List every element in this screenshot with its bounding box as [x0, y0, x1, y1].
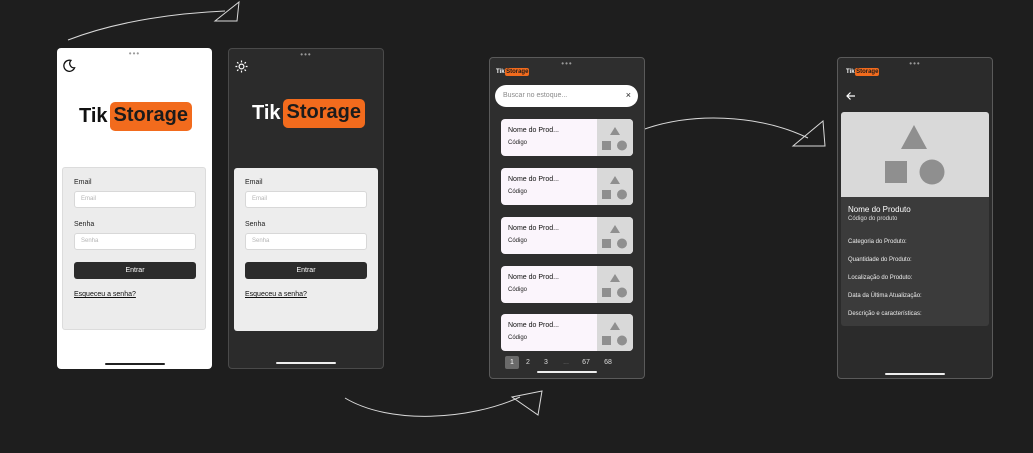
page-button-1[interactable]: 1: [505, 356, 519, 369]
login-form: Email Email Senha Senha Entrar Esqueceu …: [234, 168, 378, 331]
search-input[interactable]: Buscar no estoque... ×: [495, 85, 638, 107]
logo-storage: Storage: [282, 99, 366, 128]
logo-tik: Tik: [79, 105, 108, 127]
back-arrow-icon[interactable]: [846, 91, 856, 101]
login-form: Email Email Senha Senha Entrar Esqueceu …: [62, 167, 206, 330]
image-placeholder-icon: [597, 217, 633, 254]
pagination: 1 2 3 ... 67 68: [505, 356, 614, 369]
list-item[interactable]: Nome do Prod... Código: [501, 168, 633, 205]
flow-arrow-right: [633, 117, 809, 139]
app-logo: Tik Storage: [79, 102, 193, 131]
drag-handle-dots[interactable]: •••: [909, 59, 921, 68]
page-button-68[interactable]: 68: [604, 359, 612, 366]
drag-handle-dots[interactable]: •••: [128, 49, 141, 58]
list-item[interactable]: Nome do Prod... Código: [501, 119, 633, 156]
logo-tik: Tik: [496, 69, 505, 75]
email-label: Email: [245, 179, 263, 186]
logo-tik: Tik: [846, 69, 855, 75]
image-placeholder-icon: [841, 112, 989, 197]
flow-arrowhead-top: [213, 0, 240, 22]
page-button-67[interactable]: 67: [582, 359, 590, 366]
flow-arrowhead-right: [791, 119, 826, 147]
flow-arrow-bottom: [344, 396, 521, 417]
submit-button[interactable]: Entrar: [74, 262, 196, 279]
password-label: Senha: [74, 221, 95, 228]
quantity-field: Quantidade do Produto:: [848, 257, 912, 263]
app-logo: Tik Storage: [252, 99, 366, 128]
list-item[interactable]: Nome do Prod... Código: [501, 217, 633, 254]
last-update-field: Data da Última Atualização:: [848, 293, 922, 299]
product-code: Código: [508, 335, 528, 341]
product-name: Nome do Prod...: [508, 322, 559, 329]
image-placeholder-icon: [597, 266, 633, 303]
moon-icon[interactable]: [63, 59, 76, 72]
search-placeholder: Buscar no estoque...: [503, 92, 568, 99]
product-list-screen: ••• Tik Storage Buscar no estoque... × N…: [489, 57, 645, 379]
email-field[interactable]: Email: [74, 191, 196, 208]
email-label: Email: [74, 179, 92, 186]
product-code: Código do produto: [848, 216, 898, 222]
image-placeholder-icon: [597, 314, 633, 351]
app-logo-small: Tik Storage: [496, 68, 530, 76]
product-code: Código: [508, 238, 528, 244]
email-field[interactable]: Email: [245, 191, 367, 208]
page-ellipsis: ...: [563, 359, 569, 366]
page-button-3[interactable]: 3: [544, 359, 548, 366]
login-screen-dark: ••• Tik Storage Email Email Senha Senha …: [228, 48, 384, 369]
list-item[interactable]: Nome do Prod... Código: [501, 266, 633, 303]
app-logo-small: Tik Storage: [846, 68, 880, 76]
password-field[interactable]: Senha: [74, 233, 196, 250]
forgot-password-link[interactable]: Esqueceu a senha?: [245, 291, 307, 298]
flow-arrow-top: [67, 10, 226, 41]
product-code: Código: [508, 189, 528, 195]
image-placeholder-icon: [597, 168, 633, 205]
product-code: Código: [508, 287, 528, 293]
submit-button[interactable]: Entrar: [245, 262, 367, 279]
product-detail-screen: ••• Tik Storage Nome do Produto Código d…: [837, 57, 993, 379]
description-field: Descrição e características:: [848, 311, 922, 317]
logo-storage: Storage: [855, 68, 880, 76]
close-icon[interactable]: ×: [625, 90, 631, 100]
product-name: Nome do Produto: [848, 205, 911, 214]
logo-storage: Storage: [109, 102, 193, 131]
login-screen-light: ••• Tik Storage Email Email Senha Senha …: [57, 48, 212, 369]
password-field[interactable]: Senha: [245, 233, 367, 250]
drag-handle-dots[interactable]: •••: [300, 50, 312, 59]
product-name: Nome do Prod...: [508, 225, 559, 232]
product-detail-card: Nome do Produto Código do produto Catego…: [841, 112, 989, 326]
forgot-password-link[interactable]: Esqueceu a senha?: [74, 291, 136, 298]
home-indicator: [104, 363, 165, 365]
password-label: Senha: [245, 221, 266, 228]
home-indicator: [276, 362, 336, 364]
home-indicator: [537, 371, 597, 373]
flow-arrowhead-bottom: [510, 390, 543, 416]
sun-icon[interactable]: [235, 60, 248, 73]
logo-tik: Tik: [252, 102, 281, 124]
image-placeholder-icon: [597, 119, 633, 156]
product-name: Nome do Prod...: [508, 127, 559, 134]
drag-handle-dots[interactable]: •••: [561, 59, 573, 68]
home-indicator: [885, 373, 945, 375]
category-field: Categoria do Produto:: [848, 239, 907, 245]
logo-storage: Storage: [505, 68, 530, 76]
list-item[interactable]: Nome do Prod... Código: [501, 314, 633, 351]
product-name: Nome do Prod...: [508, 176, 559, 183]
location-field: Localização do Produto:: [848, 275, 913, 281]
page-button-2[interactable]: 2: [526, 359, 530, 366]
product-name: Nome do Prod...: [508, 274, 559, 281]
product-code: Código: [508, 140, 528, 146]
